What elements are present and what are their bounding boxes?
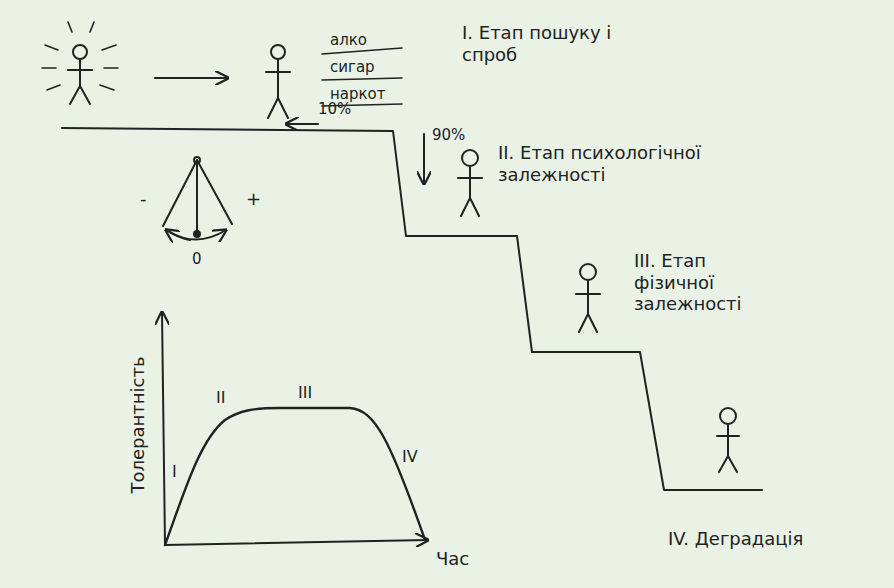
stage-title: II. Етап психологічної залежності (498, 142, 723, 185)
stage-title: III. Етап фізичної залежності (634, 250, 746, 315)
underline (322, 48, 402, 106)
stage-title: I. Етап пошуку і спроб (462, 22, 642, 65)
stick-figure (458, 150, 482, 216)
x-axis (165, 540, 428, 545)
stick-figure (576, 264, 600, 332)
arrow (286, 123, 318, 125)
curve-stage-number: I (172, 462, 177, 481)
substance-label: сигар (330, 58, 375, 76)
arrow (155, 77, 228, 79)
substance-label: алко (330, 31, 367, 49)
stick-figure (266, 45, 290, 118)
y-axis (162, 312, 165, 545)
stick-figure (717, 408, 739, 472)
percent-label: 10% (318, 100, 351, 118)
percent-label: 90% (432, 126, 465, 144)
pendulum-sign: - (140, 188, 147, 210)
pendulum (163, 157, 232, 240)
curve-stage-number: IV (402, 447, 418, 466)
pendulum-sign: 0 (192, 250, 202, 268)
stage-title: IV. Деградація (668, 528, 803, 550)
curve-stage-number: II (216, 388, 225, 407)
staircase-line (62, 128, 762, 490)
tolerance-curve (165, 408, 425, 545)
axis-label: Толерантність (127, 356, 149, 493)
pendulum-sign: + (246, 188, 261, 210)
stick-figure (42, 22, 118, 104)
curve-stage-number: III (298, 383, 312, 402)
axis-label: Час (436, 548, 469, 570)
arrow (423, 134, 425, 184)
